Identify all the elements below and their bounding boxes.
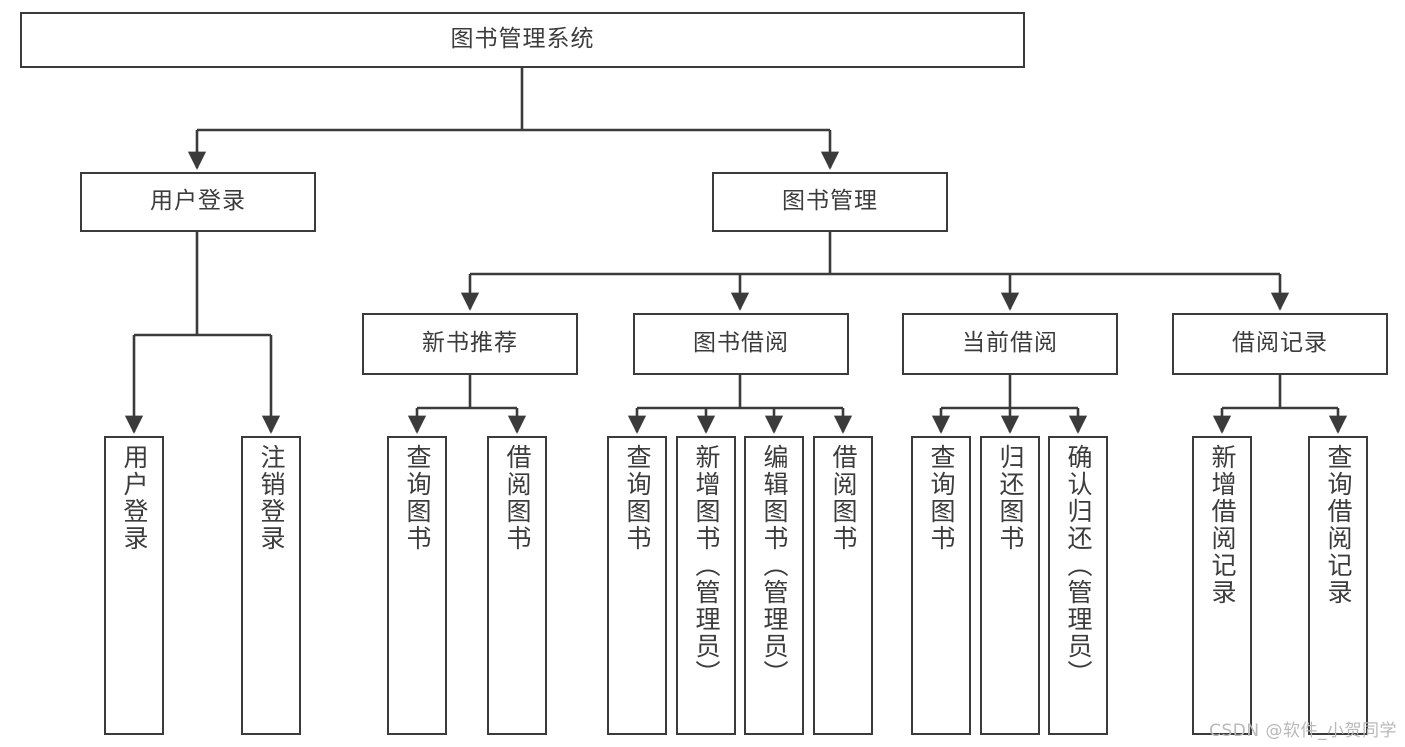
node-leaf-add-record[interactable]: 新增借阅记录 [1192,436,1252,735]
node-leaf-query-book-2-label: 查询图书 [623,444,652,552]
node-leaf-add-book-label: 新增图书（管理员） [692,444,721,687]
node-leaf-edit-book-label: 编辑图书（管理员） [760,444,789,687]
node-current-borrow-label: 当前借阅 [962,330,1058,357]
node-leaf-logout[interactable]: 注销登录 [241,436,301,735]
node-leaf-logout-label: 注销登录 [257,444,286,552]
node-book-borrow-label: 图书借阅 [693,330,789,357]
node-user-login-label: 用户登录 [150,188,246,215]
csdn-watermark: CSDN @软件_小贺同学 [1209,721,1397,741]
node-leaf-edit-book[interactable]: 编辑图书（管理员） [744,436,804,735]
node-current-borrow[interactable]: 当前借阅 [902,313,1118,375]
node-new-book-rec-label: 新书推荐 [422,330,518,357]
node-book-manage[interactable]: 图书管理 [712,172,948,232]
node-leaf-borrow-book-1-label: 借阅图书 [503,444,532,552]
node-leaf-query-record-label: 查询借阅记录 [1324,444,1353,606]
node-new-book-rec[interactable]: 新书推荐 [362,313,578,375]
node-leaf-add-book[interactable]: 新增图书（管理员） [676,436,736,735]
node-leaf-query-book-1-label: 查询图书 [403,444,432,552]
node-leaf-add-record-label: 新增借阅记录 [1208,444,1237,606]
node-book-manage-label: 图书管理 [782,188,878,215]
node-leaf-query-book-3[interactable]: 查询图书 [911,436,971,735]
node-leaf-user-login-label: 用户登录 [120,444,149,552]
node-leaf-return-book[interactable]: 归还图书 [980,436,1040,735]
node-leaf-borrow-book-2-label: 借阅图书 [829,444,858,552]
node-leaf-user-login[interactable]: 用户登录 [104,436,164,735]
node-leaf-borrow-book-1[interactable]: 借阅图书 [487,436,547,735]
node-leaf-confirm-return-label: 确认归还（管理员） [1064,444,1093,687]
node-leaf-return-book-label: 归还图书 [996,444,1025,552]
node-leaf-query-book-3-label: 查询图书 [927,444,956,552]
node-leaf-query-book-2[interactable]: 查询图书 [607,436,667,735]
node-borrow-record[interactable]: 借阅记录 [1172,313,1388,375]
node-root-system-label: 图书管理系统 [450,26,595,53]
node-leaf-confirm-return[interactable]: 确认归还（管理员） [1048,436,1108,735]
node-book-borrow[interactable]: 图书借阅 [633,313,849,375]
node-leaf-borrow-book-2[interactable]: 借阅图书 [813,436,873,735]
node-leaf-query-record[interactable]: 查询借阅记录 [1308,436,1368,735]
node-user-login[interactable]: 用户登录 [80,172,316,232]
node-leaf-query-book-1[interactable]: 查询图书 [387,436,447,735]
node-borrow-record-label: 借阅记录 [1232,330,1328,357]
node-root-system[interactable]: 图书管理系统 [20,12,1025,68]
